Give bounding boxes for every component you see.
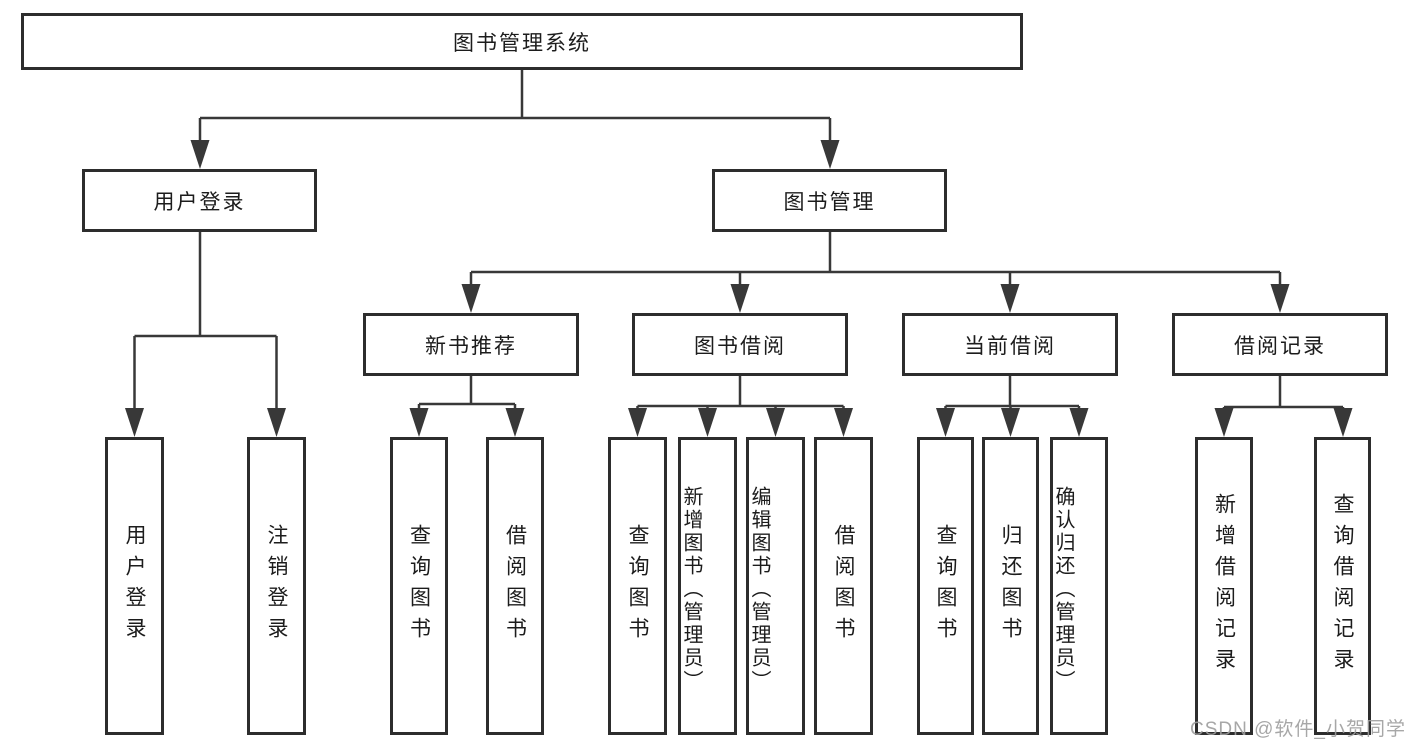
leaf-confirm-return-admin: 确认归还（管理员） — [1050, 437, 1108, 735]
leaf-query-books-borrowing-label: 查询图书 — [626, 524, 649, 648]
leaf-query-books-recommend: 查询图书 — [390, 437, 448, 735]
leaf-query-books-recommend-label: 查询图书 — [407, 524, 431, 648]
leaf-logout: 注销登录 — [247, 437, 306, 735]
leaf-add-book-admin-label: 新增图书（管理员） — [680, 486, 702, 693]
node-user-login-label: 用户登录 — [153, 190, 246, 214]
leaf-borrow-books-borrowing: 借阅图书 — [814, 437, 873, 735]
node-current-borrowing-label: 当前借阅 — [964, 334, 1056, 358]
leaf-return-book: 归还图书 — [982, 437, 1039, 735]
node-book-management-label: 图书管理 — [783, 190, 876, 214]
leaf-add-book-admin: 新增图书（管理员） — [678, 437, 737, 735]
leaf-user-login: 用户登录 — [105, 437, 164, 735]
leaf-borrow-books-recommend: 借阅图书 — [486, 437, 544, 735]
leaf-logout-label: 注销登录 — [265, 524, 288, 648]
leaf-return-book-label: 归还图书 — [999, 524, 1022, 648]
node-book-borrowing-label: 图书借阅 — [694, 334, 786, 358]
leaf-add-borrow-record-label: 新增借阅记录 — [1212, 493, 1236, 679]
leaf-query-books-current-label: 查询图书 — [934, 524, 957, 648]
leaf-borrow-books-recommend-label: 借阅图书 — [503, 524, 527, 648]
node-library-system-label: 图书管理系统 — [453, 31, 591, 55]
node-book-borrowing: 图书借阅 — [632, 313, 848, 376]
node-current-borrowing: 当前借阅 — [902, 313, 1118, 376]
node-new-book-recommend: 新书推荐 — [363, 313, 579, 376]
leaf-query-books-borrowing: 查询图书 — [608, 437, 667, 735]
node-user-login: 用户登录 — [82, 169, 317, 232]
node-new-book-recommend-label: 新书推荐 — [425, 334, 517, 358]
leaf-add-borrow-record: 新增借阅记录 — [1195, 437, 1253, 735]
leaf-query-books-current: 查询图书 — [917, 437, 974, 735]
leaf-confirm-return-admin-label: 确认归还（管理员） — [1052, 486, 1074, 693]
node-borrowing-records-label: 借阅记录 — [1234, 334, 1326, 358]
leaf-edit-book-admin-label: 编辑图书（管理员） — [748, 486, 770, 693]
leaf-user-login-label: 用户登录 — [123, 524, 146, 648]
leaf-borrow-books-borrowing-label: 借阅图书 — [832, 524, 855, 648]
leaf-query-borrow-record: 查询借阅记录 — [1314, 437, 1371, 735]
csdn-watermark: CSDN @软件_小贺同学 — [1190, 719, 1405, 740]
leaf-query-borrow-record-label: 查询借阅记录 — [1331, 493, 1354, 679]
node-library-system: 图书管理系统 — [21, 13, 1023, 70]
node-book-management: 图书管理 — [712, 169, 947, 232]
leaf-edit-book-admin: 编辑图书（管理员） — [746, 437, 805, 735]
node-borrowing-records: 借阅记录 — [1172, 313, 1388, 376]
